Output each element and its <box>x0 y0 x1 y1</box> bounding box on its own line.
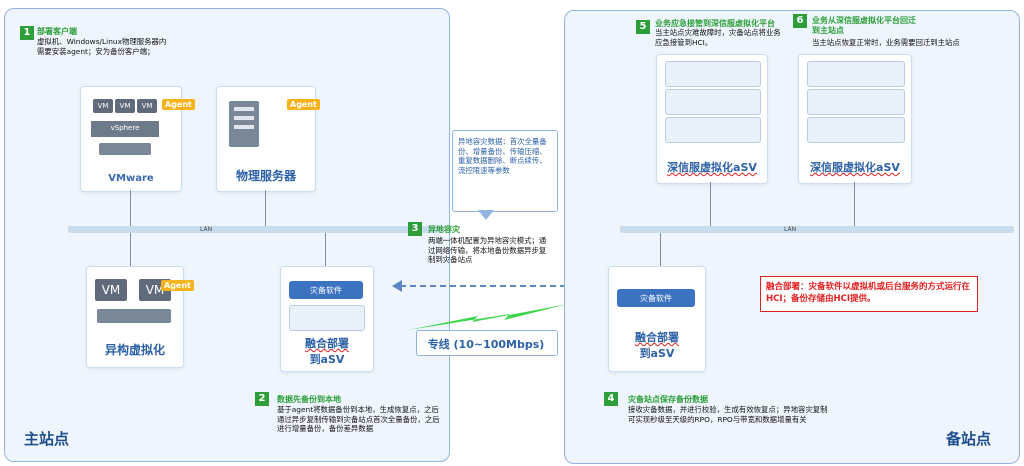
step5-text: 当主站点灾难故障时，灾备站点将业务应急接管到HCI。 <box>655 28 781 47</box>
step1-title: 部署客户端 <box>37 27 77 36</box>
step1-text: 虚拟机、Windows/Linux物理服务器内需要安装agent；安为备份客户端… <box>37 37 167 56</box>
replication-arrow <box>392 280 584 292</box>
deployment-note-text: 融合部署：灾备软件以虚拟机或后台服务的方式运行在HCI；备份存储由HCI提供。 <box>766 282 971 304</box>
bubble-pointer <box>478 210 494 220</box>
wan-link-box <box>416 330 558 356</box>
primary-lan-bar <box>68 226 442 233</box>
dr-software-label: 灾备软件 <box>310 286 342 295</box>
step5-number: 5 <box>636 20 650 34</box>
primary-site-name: 主站点 <box>24 430 70 448</box>
connector-line <box>130 190 131 230</box>
server-rack-icon <box>807 117 905 143</box>
dr-params-bubble <box>452 130 558 212</box>
hci-server-icon <box>289 305 365 331</box>
connector-line <box>265 190 266 230</box>
hetero-agent-badge: Agent <box>161 280 194 291</box>
step4-number: 4 <box>604 392 618 406</box>
step5-title: 业务应急接管到深信服虚拟化平台 <box>655 19 775 28</box>
primary-lan-label: LAN <box>200 226 213 233</box>
connector-line <box>854 182 855 226</box>
backup-hci-label-1: 融合部署 <box>635 331 679 344</box>
physical-server-icon <box>229 101 259 147</box>
primary-hci-label-2: 到aSV <box>309 353 345 366</box>
vmware-label: VMware <box>108 173 154 184</box>
backup-hci-label-2: 到aSV <box>639 347 675 360</box>
wan-link-lightning-icon <box>408 304 568 330</box>
step2-text: 基于agent将数据备份到本地，生成恢复点，之后通过异步复制传输到灾备站点首次全… <box>277 405 440 433</box>
step1-number: 1 <box>20 26 34 40</box>
asv-server-card-2: 深信服虚拟化aSV <box>798 54 912 184</box>
vsphere-label: vSphere <box>110 124 140 132</box>
step2-title: 数据先备份到本地 <box>277 395 341 404</box>
wan-link-label: 专线 (10~100Mbps) <box>427 338 545 351</box>
step2-number: 2 <box>255 392 269 406</box>
dr-params-text: 异地容灾数据：首次全量备份、增量备份、传输压缩、重复数据删除、断点续传、流控限速… <box>458 137 547 175</box>
asv-server-label-2: 深信服虚拟化aSV <box>810 161 900 174</box>
backup-lan-label: LAN <box>784 226 797 233</box>
deployment-note-box <box>760 276 978 312</box>
connector-line <box>130 233 131 267</box>
server-rack-icon <box>665 89 761 115</box>
vm-box: VM <box>137 99 157 113</box>
primary-site-panel <box>4 8 450 462</box>
step4-title: 灾备站点保存备份数据 <box>628 395 708 404</box>
primary-hci-card: 灾备软件 融合部署 到aSV <box>280 266 374 372</box>
step3-text: 两端一体机配置为异地容灾模式；通过网络传输，将本地备份数据异步复制到灾备站点 <box>428 236 547 264</box>
server-rack-icon <box>665 61 761 87</box>
server-rack-icon <box>665 117 761 143</box>
step3-title: 异地容灾 <box>428 225 460 234</box>
hetero-virt-label: 异构虚拟化 <box>104 343 165 357</box>
dr-software-label: 灾备软件 <box>640 294 672 303</box>
hetero-host-icon <box>97 309 171 323</box>
connector-line <box>325 233 326 267</box>
vm-box: VM <box>115 99 135 113</box>
step4-text: 接收灾备数据，并进行校验，生成有效恢复点；异地容灾复制可实现秒级至天级的RPO，… <box>628 405 828 424</box>
step6-text: 当主站点恢复正常时，业务需要回迁到主站点 <box>812 38 960 47</box>
asv-server-card-1: 深信服虚拟化aSV <box>656 54 768 184</box>
physical-server-label: 物理服务器 <box>235 169 296 183</box>
dr-software-box <box>617 289 695 307</box>
asv-server-label-1: 深信服虚拟化aSV <box>667 161 757 174</box>
server-rack-icon <box>807 89 905 115</box>
backup-site-name: 备站点 <box>946 430 992 448</box>
hypervisor-host-icon <box>99 143 151 155</box>
backup-site-panel <box>564 10 1020 464</box>
vm-box: VM <box>93 99 113 113</box>
step3-number: 3 <box>408 222 422 236</box>
vsphere-layer <box>91 121 159 137</box>
step6-title: 业务从深信服虚拟化平台回迁到主站点 <box>812 16 916 35</box>
connector-line <box>660 233 661 267</box>
server-rack-icon <box>807 61 905 87</box>
step6-number: 6 <box>793 14 807 28</box>
physical-agent-badge: Agent <box>287 99 320 110</box>
vm-box: VM <box>95 279 127 301</box>
dr-software-box <box>289 281 363 299</box>
connector-line <box>710 182 711 226</box>
backup-hci-card: 灾备软件 融合部署 到aSV <box>608 266 706 372</box>
vmware-agent-badge: Agent <box>162 99 195 110</box>
primary-hci-label-1: 融合部署 <box>305 337 349 350</box>
backup-lan-bar <box>620 226 1014 233</box>
